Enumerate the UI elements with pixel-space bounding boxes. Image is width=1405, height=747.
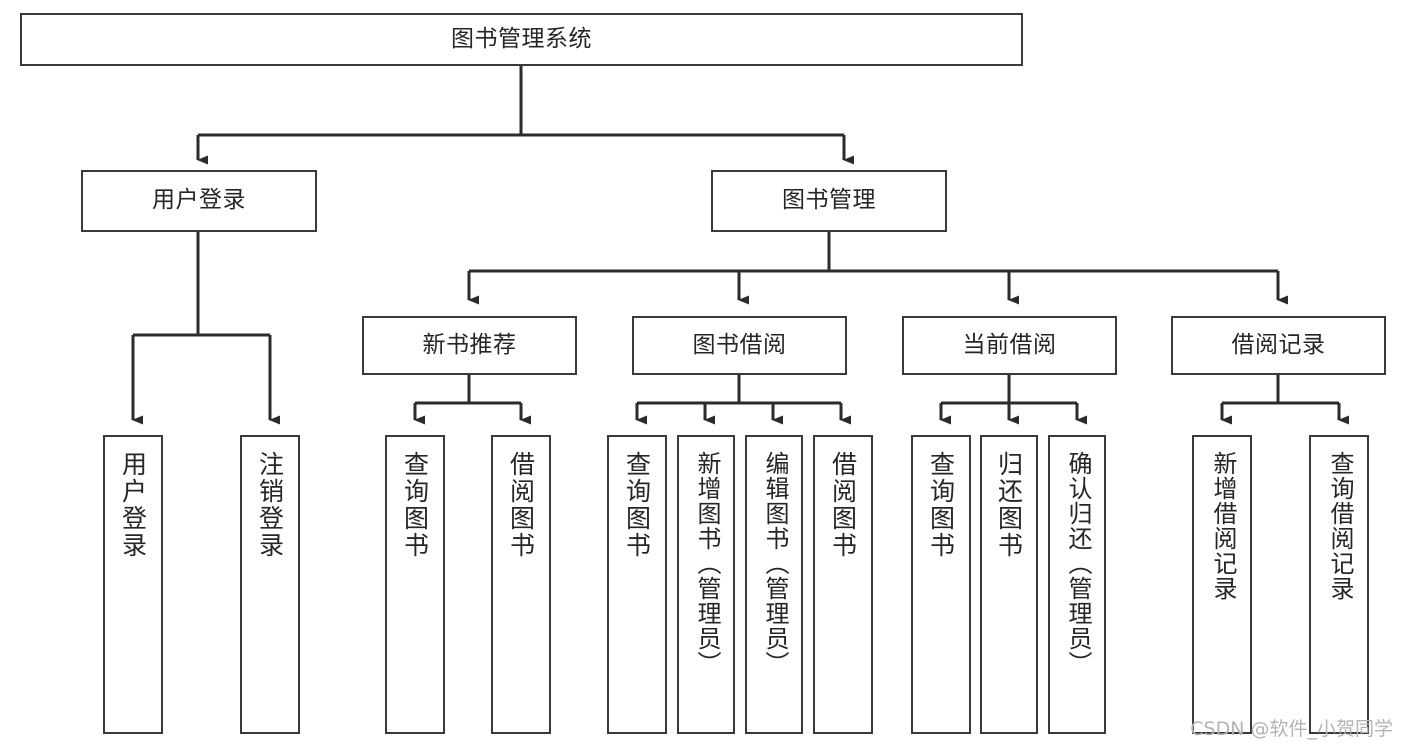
leaf-query-book-borrow[interactable]: 查询图书 [607, 435, 667, 734]
node-label: 借阅图书 [506, 451, 536, 559]
node-root-system[interactable]: 图书管理系统 [20, 13, 1023, 66]
leaf-confirm-return-admin[interactable]: 确认归还（管理员） [1048, 435, 1106, 734]
leaf-borrow-book-newbook[interactable]: 借阅图书 [491, 435, 551, 734]
leaf-add-borrow-record[interactable]: 新增借阅记录 [1192, 435, 1252, 734]
leaf-return-book[interactable]: 归还图书 [980, 435, 1038, 734]
node-book-management[interactable]: 图书管理 [711, 170, 947, 232]
node-label: 用户登录 [152, 187, 246, 214]
node-label: 用户登录 [118, 451, 148, 559]
leaf-query-book-newbook[interactable]: 查询图书 [385, 435, 445, 734]
node-label: 图书管理 [782, 187, 876, 214]
node-label: 查询图书 [622, 451, 652, 559]
node-borrow-record[interactable]: 借阅记录 [1171, 316, 1386, 375]
node-label: 确认归还（管理员） [1063, 451, 1092, 676]
node-new-book-recommend[interactable]: 新书推荐 [362, 316, 577, 375]
leaf-user-login[interactable]: 用户登录 [103, 435, 163, 734]
csdn-watermark: CSDN @软件_小贺同学 [1190, 718, 1393, 740]
node-label: 新增图书（管理员） [692, 451, 721, 676]
node-label: 借阅图书 [828, 451, 858, 559]
node-user-login[interactable]: 用户登录 [81, 170, 317, 232]
node-label: 编辑图书（管理员） [760, 451, 789, 676]
leaf-logout[interactable]: 注销登录 [240, 435, 300, 734]
leaf-add-book-admin[interactable]: 新增图书（管理员） [677, 435, 735, 734]
leaf-query-book-current[interactable]: 查询图书 [911, 435, 971, 734]
node-label: 新书推荐 [422, 331, 517, 358]
leaf-edit-book-admin[interactable]: 编辑图书（管理员） [745, 435, 803, 734]
node-label: 查询图书 [400, 451, 430, 559]
node-book-borrow[interactable]: 图书借阅 [632, 316, 847, 375]
node-label: 查询图书 [926, 451, 956, 559]
node-label: 当前借阅 [962, 331, 1057, 358]
node-current-borrow[interactable]: 当前借阅 [902, 316, 1117, 375]
node-label: 图书借阅 [692, 331, 787, 358]
leaf-query-borrow-record[interactable]: 查询借阅记录 [1309, 435, 1369, 734]
node-label: 借阅记录 [1231, 331, 1326, 358]
node-label: 图书管理系统 [451, 25, 592, 52]
node-label: 新增借阅记录 [1208, 451, 1237, 601]
node-label: 查询借阅记录 [1325, 451, 1354, 601]
node-label: 注销登录 [255, 451, 285, 559]
node-label: 归还图书 [994, 451, 1024, 559]
leaf-borrow-book-borrow[interactable]: 借阅图书 [813, 435, 873, 734]
